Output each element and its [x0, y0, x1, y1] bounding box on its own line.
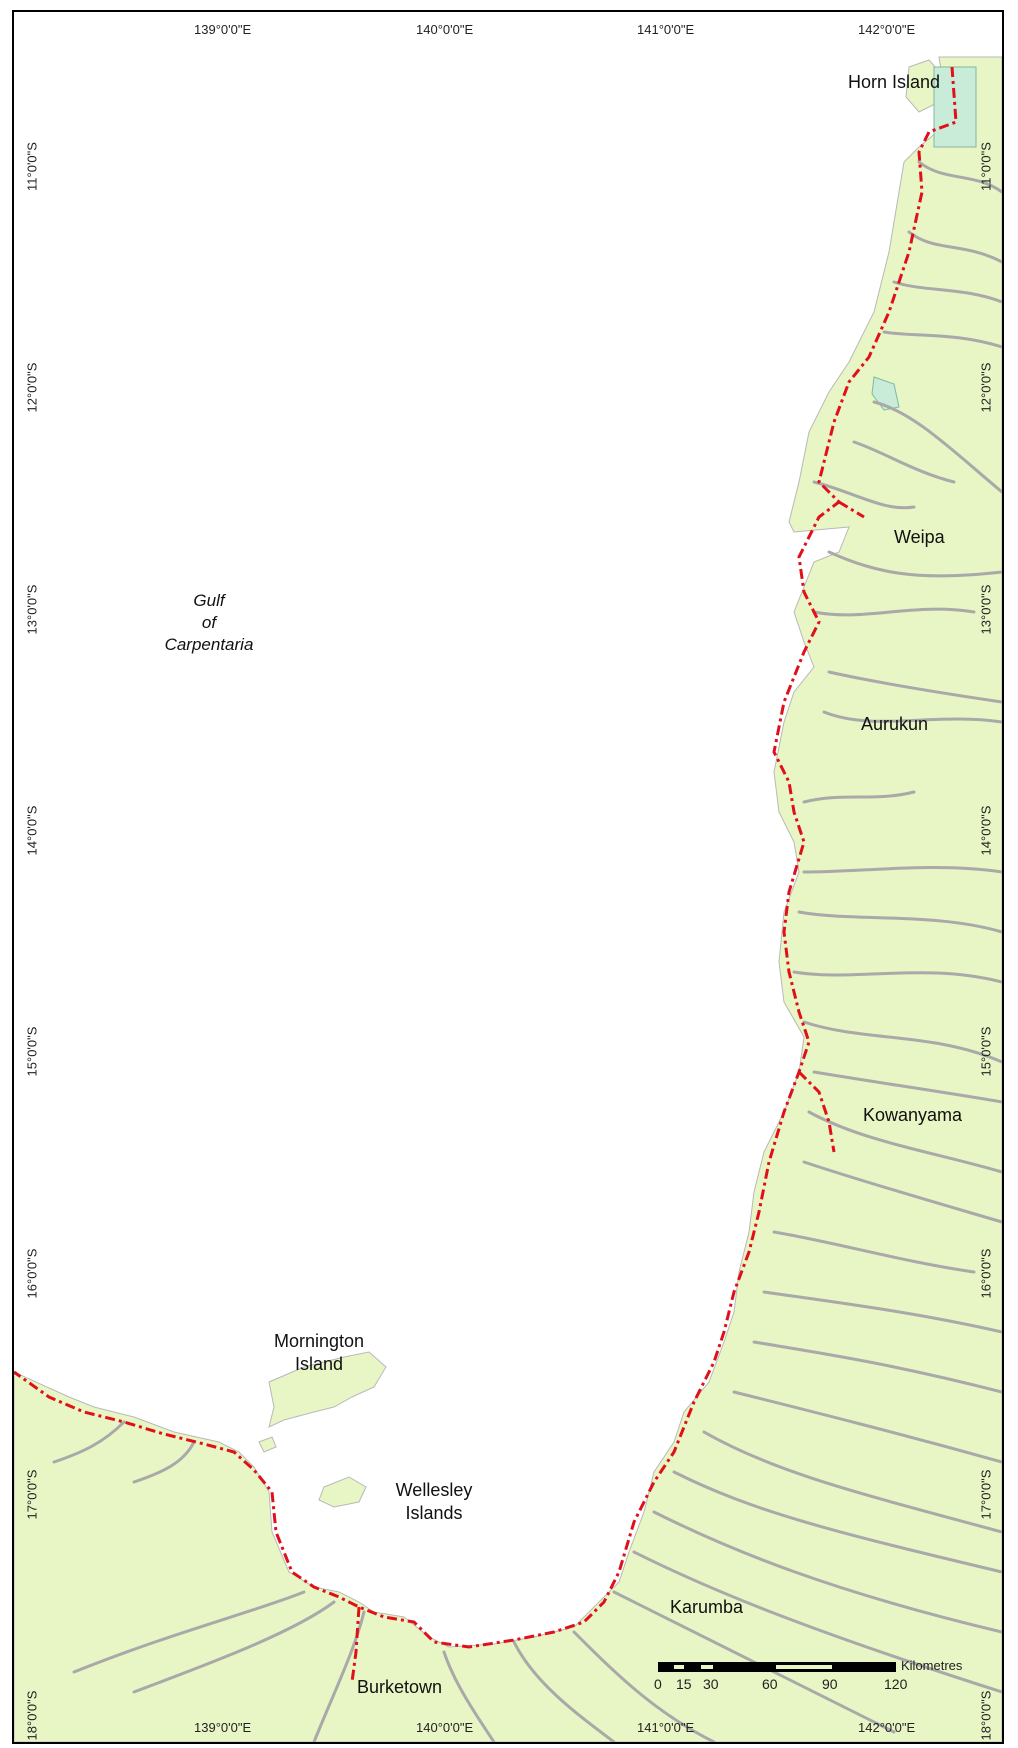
- scale-unit-label: Kilometres: [901, 1658, 963, 1673]
- lat-label-left-17: 17°0'0"S: [24, 1469, 40, 1520]
- place-label-horn-island[interactable]: Horn Island: [848, 72, 941, 92]
- map-canvas[interactable]: [14, 12, 1002, 1742]
- lat-label-left-11: 11°0'0"S: [24, 142, 40, 191]
- sea-label-line-2: of: [201, 613, 217, 632]
- lat-label-right-14: 14°0'0"S: [978, 805, 994, 856]
- mornington-label-line-2: Island: [294, 1354, 344, 1374]
- lat-label-right-13: 13°0'0"S: [978, 584, 994, 635]
- sea-label-line-3: Carpentaria: [164, 635, 254, 654]
- place-label-kowanyama[interactable]: Kowanyama: [863, 1105, 963, 1125]
- lon-label-top-142: 142°0'0"E: [858, 22, 916, 37]
- place-label-karumba[interactable]: Karumba: [670, 1597, 744, 1617]
- land-mornington-island: [268, 1351, 387, 1428]
- scale-tick-60: 60: [762, 1676, 778, 1692]
- land-small-island: [258, 1436, 277, 1453]
- place-label-wellesley-islands[interactable]: Wellesley Islands: [369, 1479, 499, 1525]
- coastal-boundary-weipa-branch: [838, 500, 865, 519]
- scale-tick-30: 30: [703, 1676, 719, 1692]
- lon-label-top-139: 139°0'0"E: [194, 22, 252, 37]
- lon-label-bottom-139: 139°0'0"E: [194, 1720, 252, 1735]
- scale-tick-90: 90: [822, 1676, 838, 1692]
- mornington-label-line-1: Mornington: [273, 1331, 365, 1351]
- map-frame: 139°0'0"E 140°0'0"E 141°0'0"E 142°0'0"E …: [12, 10, 1004, 1744]
- wellesley-label-line-2: Islands: [405, 1503, 463, 1523]
- coastal-boundary-line: [14, 66, 958, 1649]
- sea-label-line-1: Gulf: [193, 591, 225, 610]
- lat-label-right-16: 16°0'0"S: [978, 1248, 994, 1299]
- scale-tick-0: 0: [654, 1676, 662, 1692]
- lat-label-left-13: 13°0'0"S: [24, 584, 40, 635]
- land-wellesley-islands: [318, 1476, 367, 1508]
- scale-tick-15: 15: [676, 1676, 692, 1692]
- scale-tick-120: 120: [884, 1676, 908, 1692]
- river-network: [52, 160, 1002, 1742]
- lat-label-left-16: 16°0'0"S: [24, 1248, 40, 1299]
- land-cape-york: [14, 56, 1002, 1742]
- place-label-weipa[interactable]: Weipa: [894, 527, 945, 547]
- lat-label-right-15: 15°0'0"S: [978, 1026, 994, 1077]
- lat-label-left-14: 14°0'0"S: [24, 805, 40, 856]
- protected-area-north: [933, 66, 977, 148]
- lat-label-left-18: 18°0'0"S: [24, 1690, 40, 1741]
- lon-label-bottom-142: 142°0'0"E: [858, 1720, 916, 1735]
- wellesley-label-line-1: Wellesley: [395, 1480, 473, 1500]
- place-label-burketown[interactable]: Burketown: [357, 1677, 443, 1697]
- place-label-aurukun[interactable]: Aurukun: [861, 714, 929, 734]
- lat-label-left-15: 15°0'0"S: [24, 1026, 40, 1077]
- place-label-mornington-island[interactable]: Mornington Island: [254, 1330, 384, 1376]
- scale-bar: Kilometres 0 15 30 60 90 120: [646, 1658, 996, 1702]
- coastal-boundary-kowanyama-branch: [797, 1070, 836, 1153]
- lat-label-right-11: 11°0'0"S: [978, 142, 994, 191]
- sea-label-gulf-of-carpentaria: Gulf of Carpentaria: [134, 590, 284, 656]
- lat-label-left-12: 12°0'0"S: [24, 362, 40, 413]
- lon-label-bottom-141: 141°0'0"E: [637, 1720, 695, 1735]
- lon-label-top-140: 140°0'0"E: [416, 22, 474, 37]
- lat-label-right-12: 12°0'0"S: [978, 362, 994, 413]
- lon-label-bottom-140: 140°0'0"E: [416, 1720, 474, 1735]
- lat-label-right-17: 17°0'0"S: [978, 1469, 994, 1520]
- lon-label-top-141: 141°0'0"E: [637, 22, 695, 37]
- coastal-boundary-burketown-branch: [350, 1606, 361, 1683]
- scale-bar-graphic: [658, 1662, 896, 1672]
